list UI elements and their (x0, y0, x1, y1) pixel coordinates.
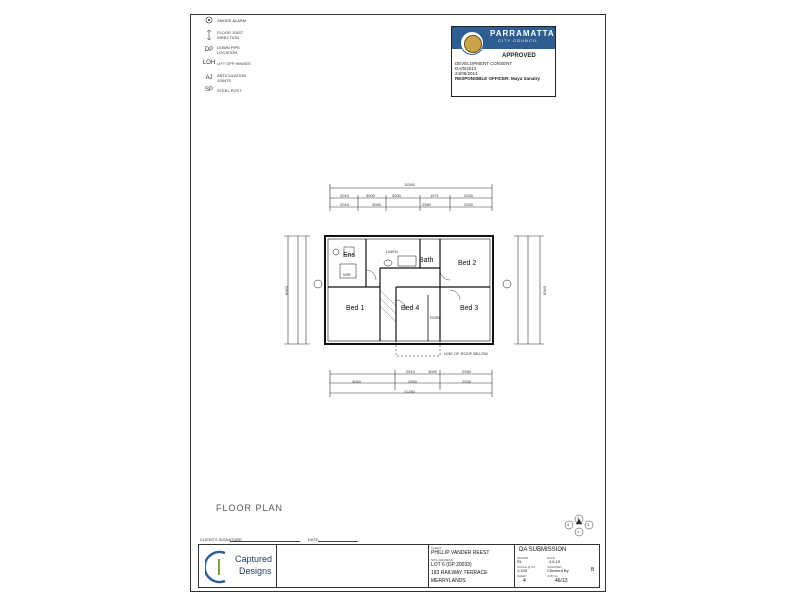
room-ensuite: Ens (343, 252, 356, 259)
legend-item: FLOOR JOIST DIRECTION (205, 30, 253, 40)
robe-note: ROBE (430, 315, 442, 320)
title-block: Captured Designs CLIENT PHILLIP VANDER R… (198, 544, 600, 588)
north-number: 2 (587, 522, 590, 527)
bottom-dim: 2950 (408, 379, 417, 384)
top-dim: 2010 (340, 193, 349, 198)
date-value: 4.6.13 (549, 559, 561, 564)
floor-joist-direction-icon (205, 30, 213, 40)
site-lot: LOT 6 (DP 20033) (431, 562, 472, 568)
sheet-label: SHEET (517, 574, 528, 578)
signature-line (230, 541, 300, 542)
submission-title: DA SUBMISSION (519, 547, 567, 553)
logo-line-2: Designs (239, 566, 272, 576)
scale-label: SCALE @ A3 (517, 565, 536, 569)
legend-label: SMOKE ALARM (217, 17, 247, 23)
council-subtitle: CITY COUNCIL (498, 38, 539, 43)
date-line (318, 541, 358, 542)
stamp-header: PARRAMATTA CITY COUNCIL (452, 27, 555, 55)
legend-label: FLOOR JOIST DIRECTION (217, 30, 244, 40)
drawn-value: RL (517, 559, 523, 564)
consent-number: DA/5/2014 (455, 66, 477, 71)
scale-value: 1:100 (517, 568, 528, 573)
client-label: CLIENT (431, 546, 442, 550)
roof-line-note: LINE OF ROOF BELOW (444, 351, 488, 356)
empty-panel (277, 545, 429, 587)
legend-label: DOWN PIPE LOCATION (217, 45, 240, 55)
bottom-dim: 2510 (406, 369, 415, 374)
company-logo: Captured Designs (199, 545, 277, 587)
drawing-info-panel: DA SUBMISSION DRAWN RL DATE 4.6.13 SCALE… (515, 545, 599, 587)
legend-item: AJ ARTICULATION JOINTS (205, 73, 253, 83)
client-name: PHILLIP VANDER REEST (431, 550, 490, 556)
client-site-panel: CLIENT PHILLIP VANDER REEST SITE ADDRESS… (429, 545, 515, 587)
lift-off-hinges-icon: LOH (202, 60, 216, 66)
north-number: 4 (567, 522, 570, 527)
room-bed-1: Bed 1 (346, 305, 365, 312)
top-dim: 3000 (366, 193, 375, 198)
top-dim: 2580 (422, 202, 431, 207)
legend-label: ARTICULATION JOINTS (217, 73, 246, 83)
bottom-dim: 2930 (462, 379, 471, 384)
floor-plan-title: FLOOR PLAN (216, 503, 284, 513)
north-number: 1 (577, 529, 580, 534)
council-seal-icon (460, 31, 484, 55)
captured-designs-logo-icon (205, 550, 226, 584)
room-bed-3: Bed 3 (460, 305, 479, 312)
bottom-dim: 3000 (428, 369, 437, 374)
checked-label: CHECKED (547, 565, 562, 569)
approval-status: APPROVED (502, 53, 536, 59)
legend-label: STEEL POST (217, 87, 242, 93)
room-bed-2: Bed 2 (458, 260, 477, 267)
responsible-officer: RESPONSIBLE OFFICER: Maya Sanatry (455, 76, 541, 81)
top-dim: 3050 (372, 202, 381, 207)
date-label: DATE (308, 537, 319, 542)
smoke-alarm-icon (205, 16, 213, 24)
drawn-label: DRAWN (517, 556, 529, 560)
down-pipe-icon: DP (204, 47, 214, 53)
bottom-dim: 2930 (462, 369, 471, 374)
legend-item: SMOKE ALARM (205, 16, 246, 24)
bottom-dim: 3060 (352, 379, 361, 384)
top-dim: 2930 (464, 193, 473, 198)
top-dim: 2010 (340, 202, 349, 207)
revision: B (591, 567, 595, 573)
site-street: 183 RAILWAY TERRACE (431, 570, 488, 576)
checked-value: Checked By (547, 568, 569, 573)
legend-label: LIFT OFF HINGES (217, 60, 251, 66)
linen-note: LINEN (386, 249, 398, 254)
approval-stamp: PARRAMATTA CITY COUNCIL APPROVED DEVELOP… (451, 26, 556, 97)
side-dim: 8360 (541, 286, 547, 295)
legend-item: SP STEEL POST (205, 86, 242, 94)
north-point-icon (564, 514, 594, 537)
room-bath: Bath (419, 257, 434, 264)
top-dim: 3000 (392, 193, 401, 198)
consent-date: 24/06/2014 (455, 71, 478, 76)
legend-item: LOH LIFT OFF HINGES (202, 59, 253, 67)
site-label: SITE ADDRESS (431, 558, 453, 562)
robe-note: WIR (343, 272, 351, 277)
drawing-sheet (190, 14, 606, 592)
articulation-joint-icon: AJ (205, 75, 213, 81)
steel-post-icon: SP (205, 87, 214, 93)
legend-item: DP DOWN PIPE LOCATION (205, 45, 253, 55)
logo-line-1: Captured (235, 554, 273, 564)
sheet-value: 4 (523, 578, 526, 584)
council-name: PARRAMATTA (490, 29, 555, 38)
site-suburb: MERRYLANDS (431, 578, 466, 584)
job-label: JOB No (547, 574, 558, 578)
top-dim: 1071 (430, 193, 439, 198)
date-field-label: DATE (547, 556, 555, 560)
overall-width-dim: 11280 (404, 389, 415, 394)
job-value: 46/13 (555, 578, 568, 584)
side-dim: 8360 (283, 286, 289, 295)
overall-width-dim: 11280 (404, 182, 415, 187)
consent-line: DEVELOPMENT CONSENT (455, 61, 513, 66)
north-number: 3 (577, 516, 580, 521)
client-signature-label: CLIENT'S SIGNATURE (200, 537, 242, 542)
room-bed-4: Bed 4 (401, 305, 420, 312)
top-dim: 2930 (464, 202, 473, 207)
